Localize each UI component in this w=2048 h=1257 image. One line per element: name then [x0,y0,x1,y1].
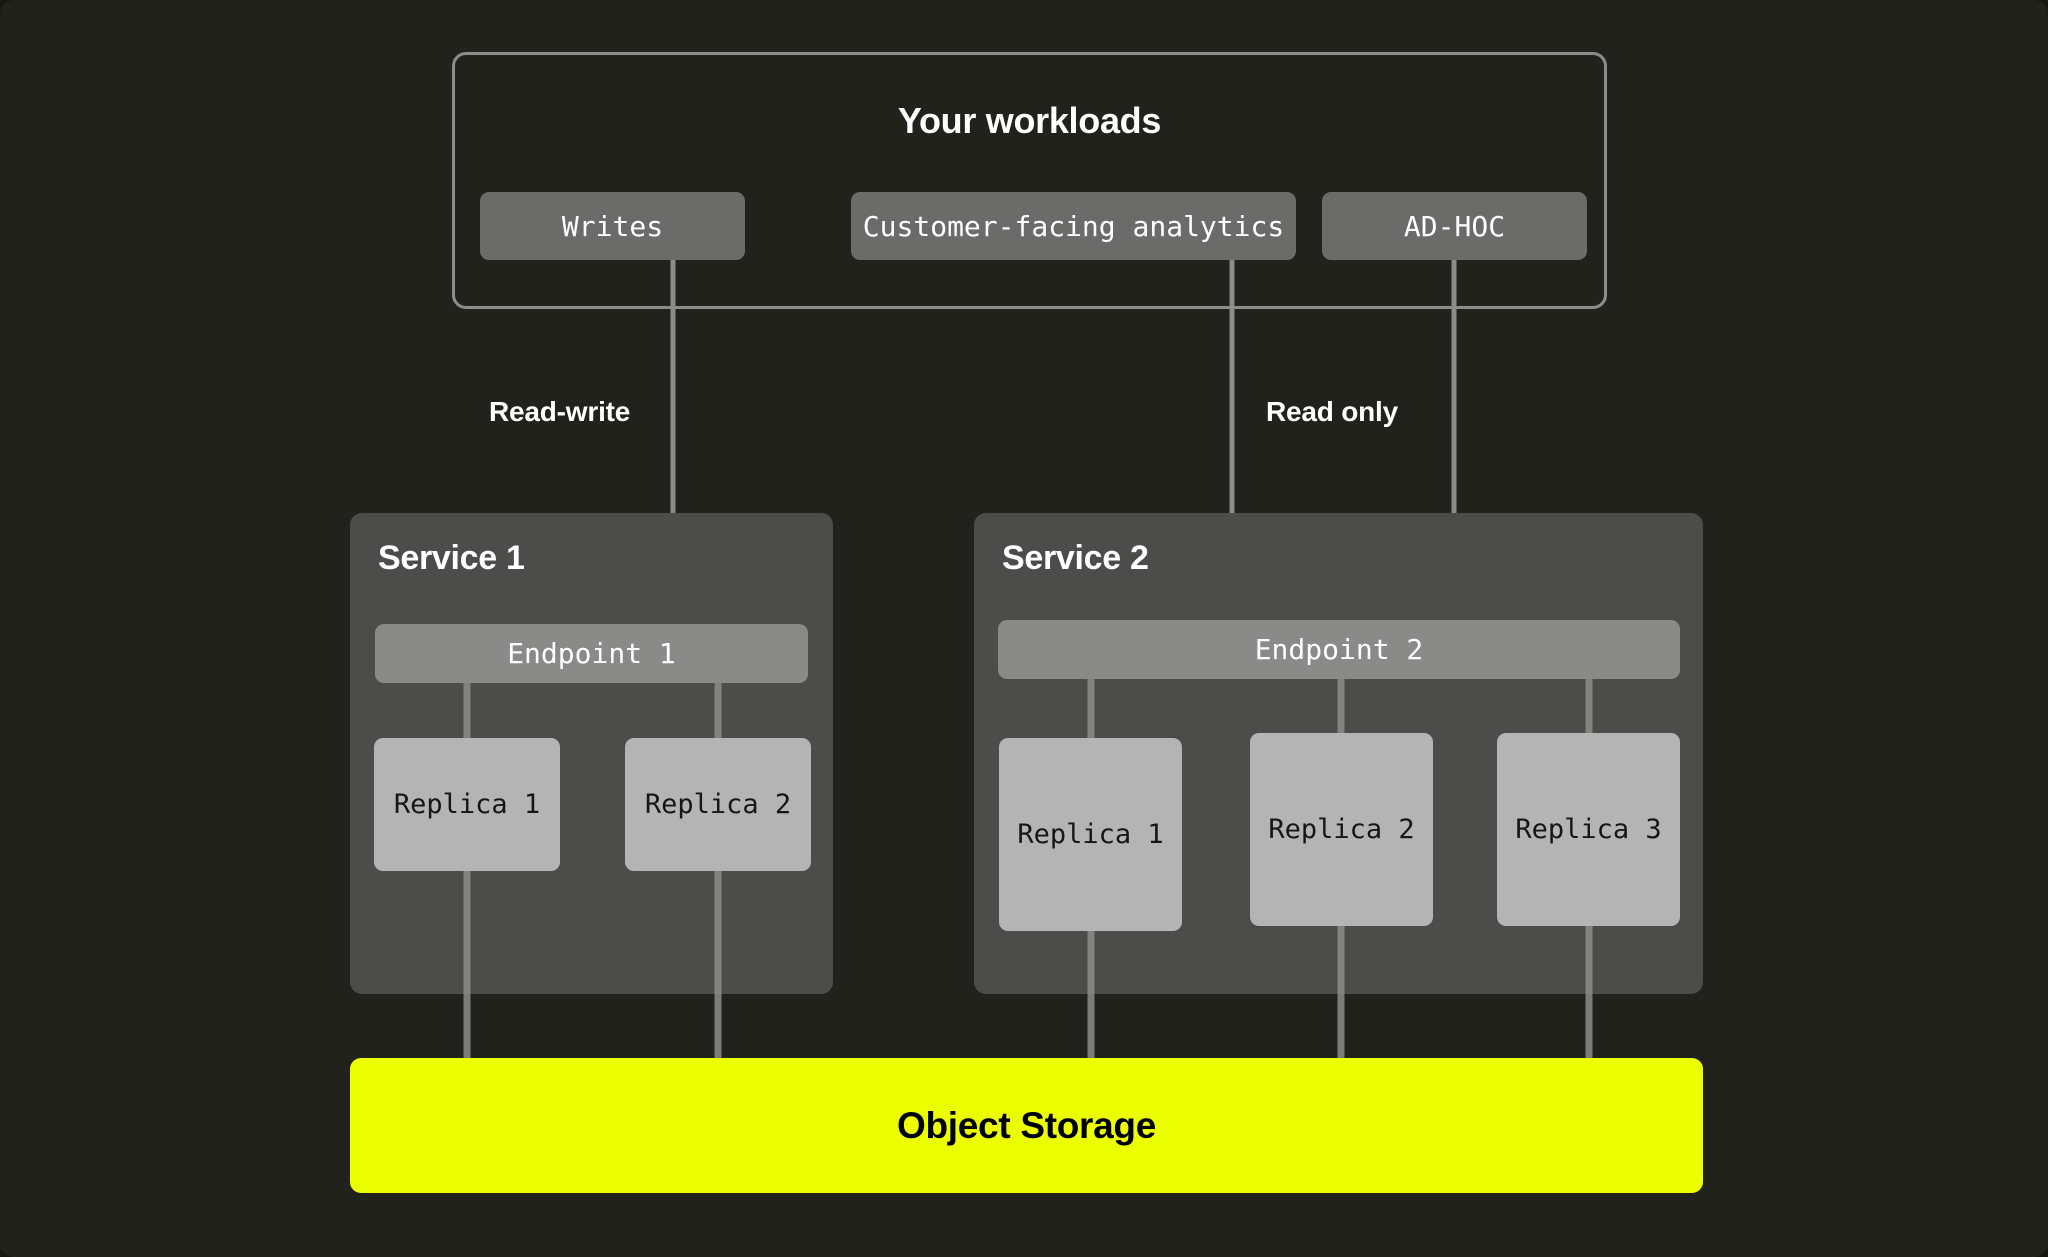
workload-chip-writes[interactable]: Writes [480,192,745,260]
service-2-replica-3[interactable]: Replica 3 [1497,733,1680,926]
workloads-title: Your workloads [897,100,1162,141]
workloads-frame: Your workloads [452,52,1607,309]
object-storage-bar[interactable]: Object Storage [350,1058,1703,1193]
workload-chip-customer-facing-analytics[interactable]: Customer-facing analytics [851,192,1296,260]
service-2-replica-2[interactable]: Replica 2 [1250,733,1433,926]
service-2-title: Service 2 [1002,539,1149,577]
flow-label-read-only: Read only [1266,396,1399,427]
service-2-replica-1[interactable]: Replica 1 [999,738,1182,931]
endpoint-2[interactable]: Endpoint 2 [998,620,1680,679]
workload-chip-ad-hoc[interactable]: AD-HOC [1322,192,1587,260]
service-1-title: Service 1 [378,539,525,577]
service-1-replica-2[interactable]: Replica 2 [625,738,811,871]
endpoint-1[interactable]: Endpoint 1 [375,624,808,683]
service-1-replica-1[interactable]: Replica 1 [374,738,560,871]
flow-label-read-write: Read-write [489,396,631,427]
